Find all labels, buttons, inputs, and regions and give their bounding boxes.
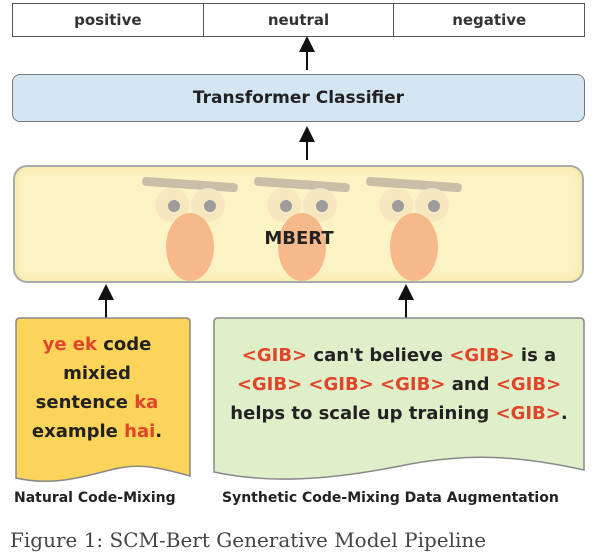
synthetic-text-highlight-token: <GIB> — [449, 345, 515, 366]
synthetic-text-line: helps to scale up training <GIB>. — [214, 399, 584, 428]
label-negative: negative — [452, 11, 527, 29]
mbert-label: MBERT — [264, 228, 334, 249]
natural-text-token: . — [155, 421, 163, 442]
natural-text-highlight-token: ye ek — [42, 334, 97, 355]
natural-text-token: mixied — [63, 363, 131, 384]
synthetic-text-token: helps to scale up training — [230, 403, 496, 424]
synthetic-text-highlight-token: <GIB> <GIB> <GIB> — [236, 374, 446, 395]
mbert-face-3 — [366, 176, 462, 281]
synthetic-text-highlight-token: <GIB> — [241, 345, 308, 366]
mbert-faces — [142, 176, 462, 281]
natural-text-line: mixied — [14, 359, 180, 388]
synthetic-text-token: and — [445, 374, 496, 395]
natural-text-line: example hai. — [14, 417, 180, 446]
synthetic-code-mixing-text: <GIB> can't believe <GIB> is a<GIB> <GIB… — [214, 341, 584, 428]
natural-text-highlight-token: hai — [124, 421, 156, 442]
natural-text-token: code — [96, 334, 152, 355]
left-card — [15, 317, 191, 483]
mbert-face-2 — [254, 176, 350, 281]
synthetic-text-line: <GIB> can't believe <GIB> is a — [214, 341, 584, 370]
output-labels: positive neutral negative — [12, 3, 585, 37]
synthetic-text-token: . — [560, 403, 568, 424]
synthetic-text-token: can't believe — [307, 345, 450, 366]
natural-text-token: example — [31, 421, 125, 442]
synthetic-text-line: <GIB> <GIB> <GIB> and <GIB> — [214, 370, 584, 399]
natural-text-line: sentence ka — [14, 388, 180, 417]
transformer-classifier-box: Transformer Classifier — [12, 74, 585, 122]
synthetic-text-token: is a — [514, 345, 557, 366]
natural-text-token: sentence — [35, 392, 135, 413]
synthetic-text-highlight-token: <GIB> — [495, 403, 561, 424]
figure-caption: Figure 1: SCM-Bert Generative Model Pipe… — [10, 528, 487, 552]
right-card — [213, 317, 585, 480]
synthetic-text-highlight-token: <GIB> — [495, 374, 562, 395]
synthetic-augmentation-caption: Synthetic Code-Mixing Data Augmentation — [222, 490, 559, 506]
natural-text-highlight-token: ka — [134, 392, 159, 413]
mbert-face-1 — [142, 176, 238, 281]
label-neutral: neutral — [204, 4, 395, 36]
natural-code-mixing-caption: Natural Code-Mixing — [14, 490, 176, 506]
natural-text-line: ye ek code — [14, 330, 180, 359]
label-positive: positive — [13, 4, 204, 36]
